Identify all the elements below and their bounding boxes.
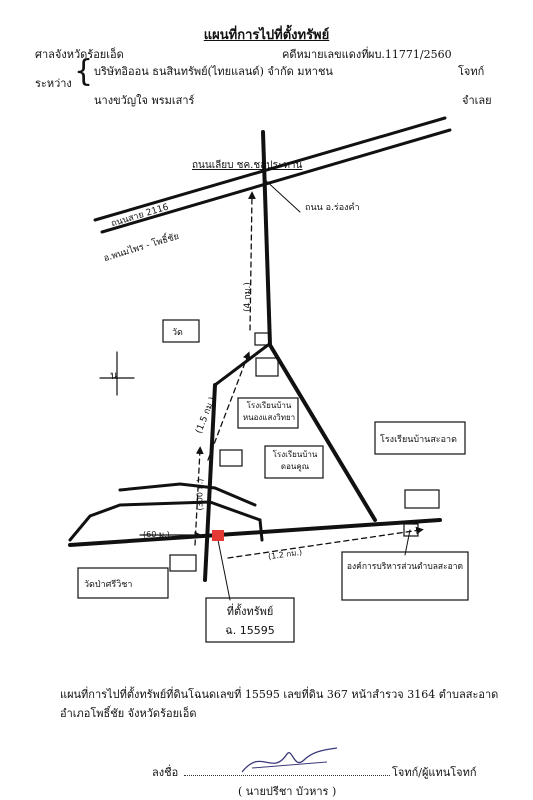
- school1-label: โรงเรียนบ้าน หนองแสงวิทยา: [242, 401, 296, 422]
- main-road: [261, 130, 272, 347]
- school3-box: [374, 421, 466, 455]
- between-label: ระหว่าง: [35, 77, 72, 90]
- road-top-label: ถนนเลียบ ชค.ชลประทาน: [192, 160, 303, 171]
- signature-line: [184, 775, 390, 776]
- plaintiff-role: โจทก์: [458, 65, 485, 78]
- court-name: ศาลจังหวัดร้อยเอ็ด: [35, 48, 124, 61]
- signature-mark: [241, 747, 338, 773]
- temple-top-box: [162, 319, 200, 343]
- school1-marker: [255, 357, 279, 377]
- school2-label: โรงเรียนบ้าน ดอนคูณ: [272, 450, 318, 471]
- sign-role: โจทก์/ผู้แทนโจทก์: [392, 766, 477, 779]
- distance-4km: (4 กม.): [242, 282, 253, 312]
- sign-label: ลงชื่อ: [152, 766, 179, 779]
- temple-top-label: วัด: [172, 328, 183, 338]
- health-marker: [403, 523, 419, 537]
- temple-bottom-label: วัดป่าศรีวิชา: [84, 580, 133, 590]
- school2-box: [264, 445, 324, 479]
- arrow-12km: [227, 526, 424, 559]
- property-label: ที่ตั้งทรัพย์: [226, 605, 274, 618]
- property-parcel: [212, 530, 224, 541]
- school3-marker: [404, 489, 440, 509]
- road-left-down: [203, 383, 217, 582]
- temple-bottom-marker: [169, 554, 197, 572]
- property-deed: ฉ. 15595: [225, 624, 275, 637]
- highway-line-b: [100, 128, 452, 234]
- signer-name: ( นายปรีชา บัวหาร ): [238, 785, 337, 798]
- map-description-location: อำเภอโพธิ์ชัย จังหวัดร้อยเอ็ด: [60, 707, 197, 720]
- page-title: แผนที่การไปที่ตั้งทรัพย์: [203, 28, 330, 43]
- north-label: น: [110, 369, 118, 382]
- arrow-4km: [248, 191, 256, 331]
- case-number: ผบ.11771/2560: [368, 48, 452, 61]
- distance-60m: (60 ม.): [143, 530, 170, 539]
- highway-line-a: [93, 116, 447, 222]
- road-left-branch: [213, 343, 270, 387]
- school3-label: โรงเรียนบ้านสะอาด: [380, 435, 457, 445]
- health-box: [341, 551, 469, 601]
- between-brace: {: [74, 54, 94, 89]
- map-description: แผนที่การไปที่ตั้งทรัพย์ที่ดินโฉนดเลขที่…: [60, 688, 499, 701]
- pointer-property: [217, 539, 231, 601]
- school2-marker: [219, 449, 243, 467]
- plaintiff-name: บริษัทอิออน ธนสินทรัพย์(ไทยแลนด์) จำกัด …: [94, 65, 333, 78]
- arrow-15km: [207, 351, 251, 461]
- temple-marker: [254, 332, 270, 346]
- defendant-name: นางขวัญใจ พรมเสาร์: [94, 94, 195, 107]
- road-bottom: [68, 518, 442, 547]
- temple-bottom-box: [77, 567, 169, 599]
- road-left-loop: [68, 500, 264, 542]
- case-label: คดีหมายเลขแดงที่: [282, 48, 369, 61]
- arrow-300m: [194, 446, 204, 546]
- school1-box: [237, 397, 299, 429]
- junction-label: ถนน อ.ร่องคำ: [305, 203, 360, 213]
- road-right-branch: [268, 343, 377, 522]
- pointer-health: [404, 529, 411, 556]
- health-office-label: องค์การบริหารส่วนตำบลสะอาด: [346, 562, 464, 572]
- defendant-role: จำเลย: [462, 94, 492, 107]
- distance-300m: (300 ม.): [195, 478, 205, 511]
- property-box: [205, 597, 295, 643]
- pointer-junction: [262, 177, 301, 213]
